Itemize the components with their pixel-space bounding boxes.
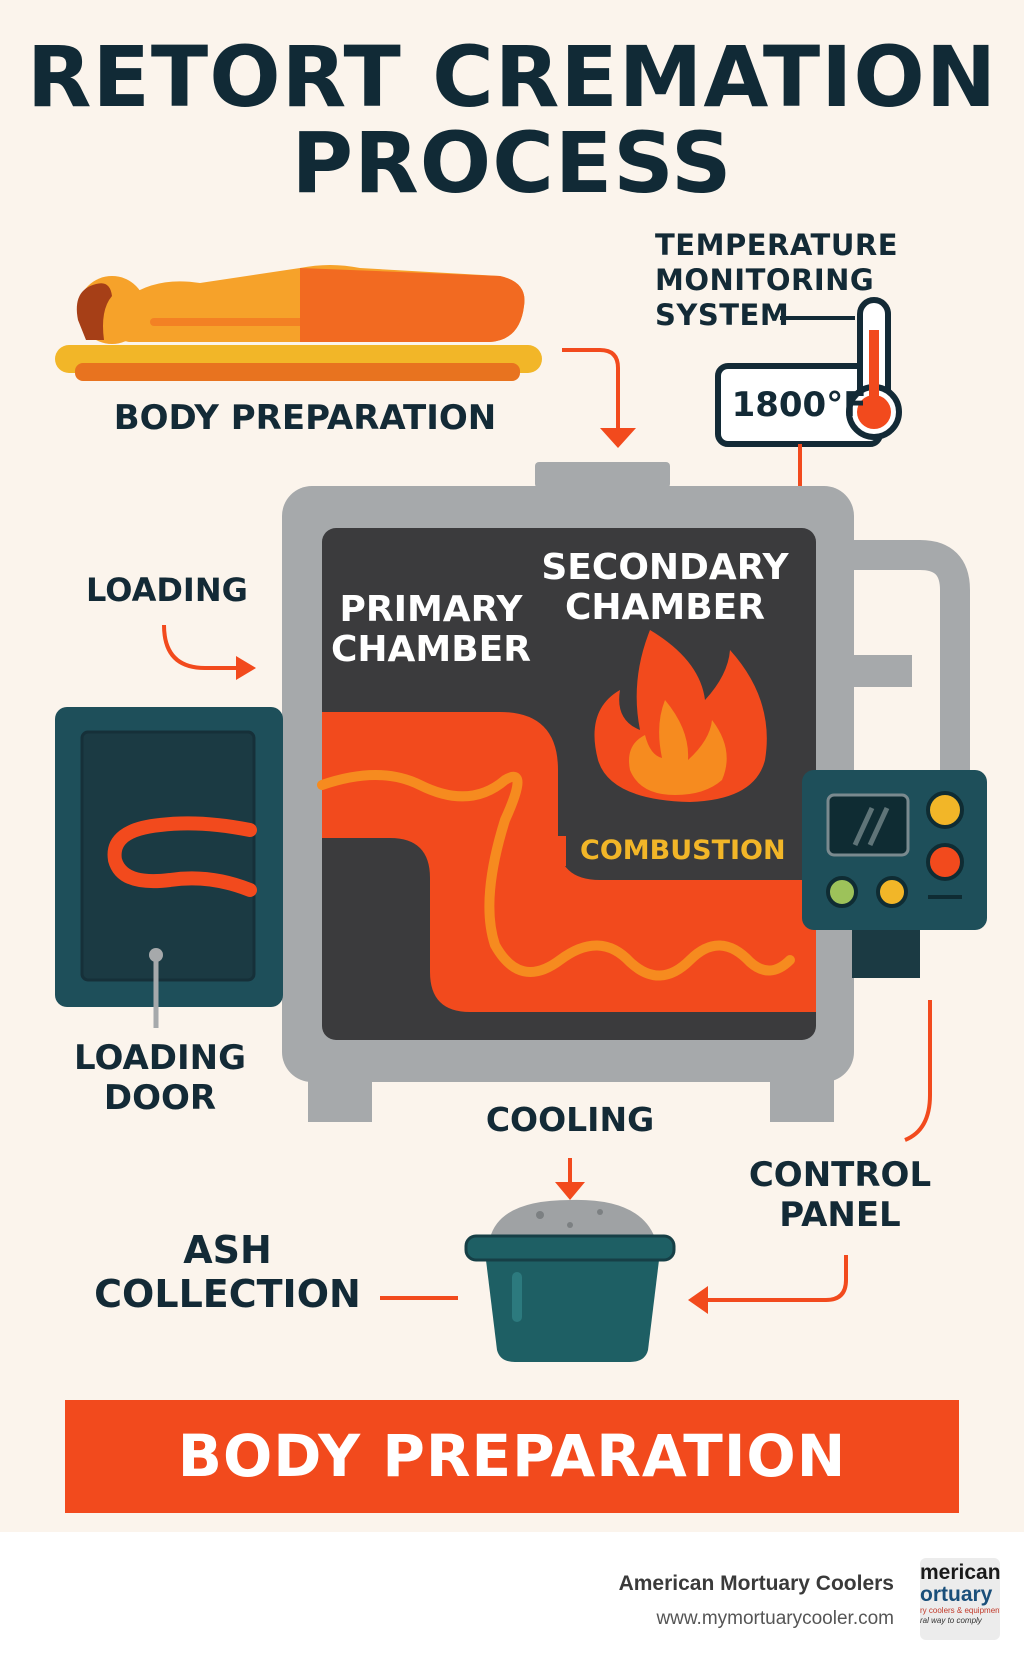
thermometer-icon — [846, 297, 902, 440]
control-panel — [802, 770, 987, 978]
logo-line-1: merican — [920, 1561, 1000, 1584]
arrow-control-panel-line — [904, 1000, 932, 1142]
logo-line-3: ry coolers & equipment — [920, 1606, 1000, 1615]
title-line-1: RETORT CREMATION — [26, 28, 998, 126]
company-logo: merican ortuary ry coolers & equipment r… — [920, 1558, 1000, 1640]
title-line-2: PROCESS — [291, 114, 733, 212]
cremation-diagram — [55, 265, 987, 1362]
logo-line-2: ortuary — [920, 1583, 993, 1606]
cooling-label: COOLING — [485, 1100, 655, 1139]
logo-line-4: ral way to comply — [920, 1616, 982, 1625]
flame-icon — [594, 630, 767, 802]
exhaust-pipe — [852, 540, 970, 780]
body-on-tray-icon — [55, 265, 542, 381]
temperature-readout: 1800°F — [731, 385, 867, 425]
arrow-cooling — [555, 1182, 585, 1200]
company-website: www.mymortuarycooler.com — [656, 1608, 894, 1629]
arrow-prep-to-chamber — [562, 348, 620, 430]
body-preparation-label: BODY PREPARATION — [113, 398, 497, 438]
ash-container-icon — [464, 1199, 676, 1362]
primary-chamber-label: PRIMARY CHAMBER — [331, 589, 531, 670]
temperature-monitor — [715, 316, 883, 490]
arrow-control-to-ash — [705, 1255, 848, 1302]
ash-collection-label: ASH COLLECTION — [94, 1228, 361, 1316]
retort-furnace — [282, 462, 854, 1122]
step-banner: BODY PREPARATION — [65, 1400, 959, 1513]
combustion-label: COMBUSTION — [580, 835, 786, 866]
control-panel-label: CONTROL PANEL — [748, 1155, 932, 1235]
arrow-loading — [162, 624, 238, 670]
loading-label: LOADING — [86, 571, 248, 609]
loading-door-label: LOADING DOOR — [74, 1038, 246, 1118]
company-name: American Mortuary Coolers — [618, 1572, 894, 1595]
footer: American Mortuary Coolers www.mymortuary… — [0, 1532, 1024, 1666]
page-title: RETORT CREMATION PROCESS — [0, 34, 1024, 206]
secondary-chamber-label: SECONDARY CHAMBER — [541, 547, 789, 628]
loading-door — [55, 707, 283, 1028]
temperature-monitoring-label: TEMPERATURE MONITORING SYSTEM — [655, 228, 899, 332]
